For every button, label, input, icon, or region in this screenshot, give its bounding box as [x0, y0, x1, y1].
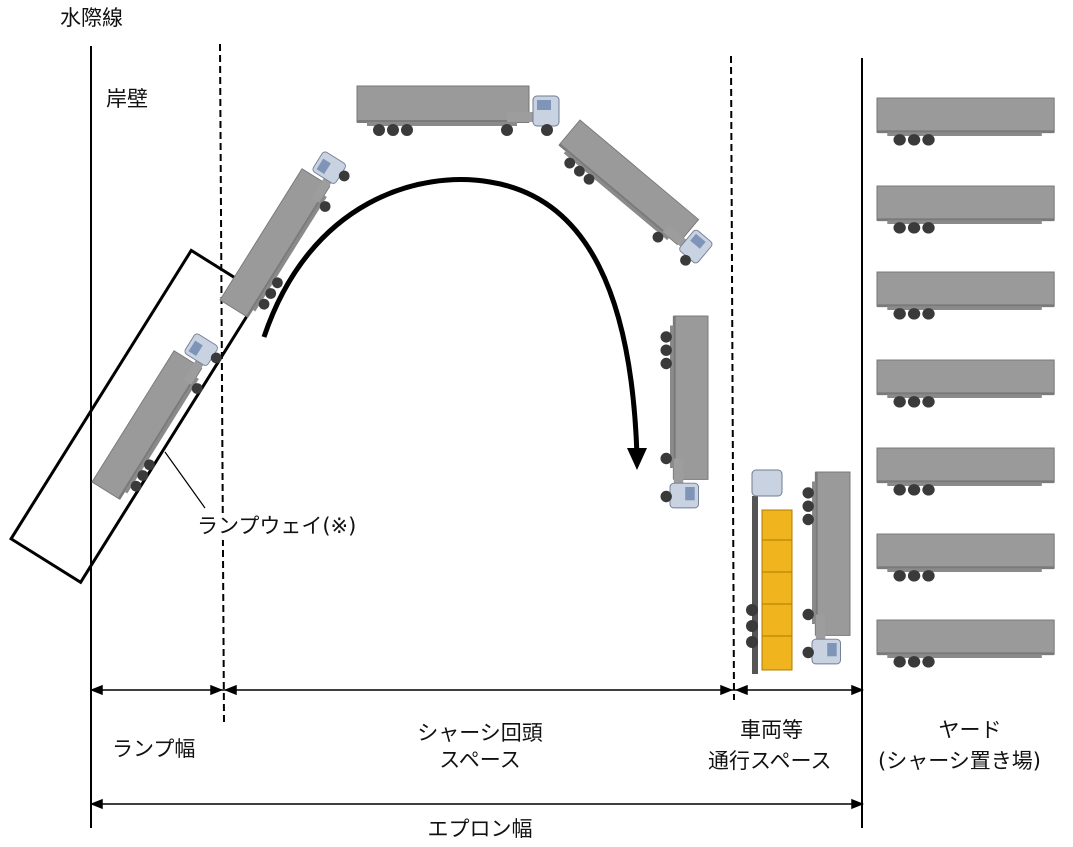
parked-trailer — [876, 619, 1055, 669]
dimension-row-1 — [89, 684, 865, 696]
yard-label-line2: (シャーシ置き場) — [878, 749, 1041, 773]
passage-label-line1: 車両等 — [740, 718, 803, 742]
truck-ascending — [220, 146, 355, 324]
ramp-width-label: ランプ幅 — [112, 737, 196, 761]
parked-trailer — [876, 271, 1055, 321]
parked-trailer — [876, 447, 1055, 497]
quay-wall-label: 岸壁 — [106, 87, 148, 111]
waterline-label: 水際線 — [60, 6, 123, 30]
truck-descending — [551, 120, 719, 271]
parked-trailer — [876, 359, 1055, 409]
truck-in-passage — [803, 472, 851, 664]
truck-vertical-turned — [661, 316, 709, 508]
turning-space-label-line2: スペース — [439, 748, 521, 772]
dimension-apron-width — [89, 798, 865, 810]
turning-arrow-head — [627, 448, 647, 470]
truck-top — [357, 86, 559, 136]
turning-space-boundary-line — [730, 55, 735, 701]
cargo-truck — [746, 469, 793, 674]
parked-trailer — [876, 97, 1055, 147]
ramp-boundary-line — [219, 43, 225, 723]
yard-label-line1: ヤード — [938, 718, 1002, 742]
rampway-box — [9, 248, 263, 585]
parked-trailer — [876, 185, 1055, 235]
truck-on-ramp — [92, 328, 227, 506]
passage-label-line2: 通行スペース — [708, 749, 832, 773]
turning-space-label-line1: シャーシ回頭 — [417, 721, 543, 745]
turning-arrow — [261, 177, 640, 457]
rampway-label: ランプウェイ(※) — [197, 513, 357, 540]
rampway-leader-line — [164, 451, 206, 509]
parked-trailer — [876, 533, 1055, 583]
apron-width-label: エプロン幅 — [427, 817, 533, 841]
